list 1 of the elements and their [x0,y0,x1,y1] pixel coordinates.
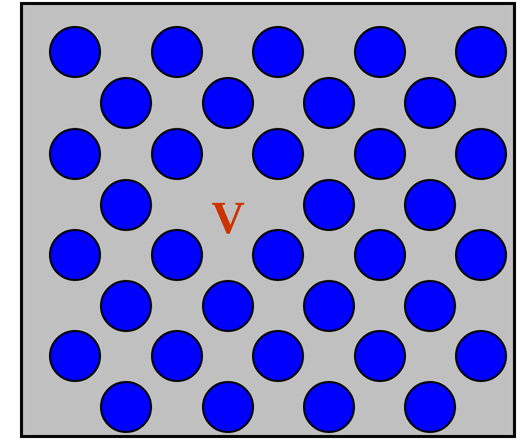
vacancy-label: V [212,195,245,241]
